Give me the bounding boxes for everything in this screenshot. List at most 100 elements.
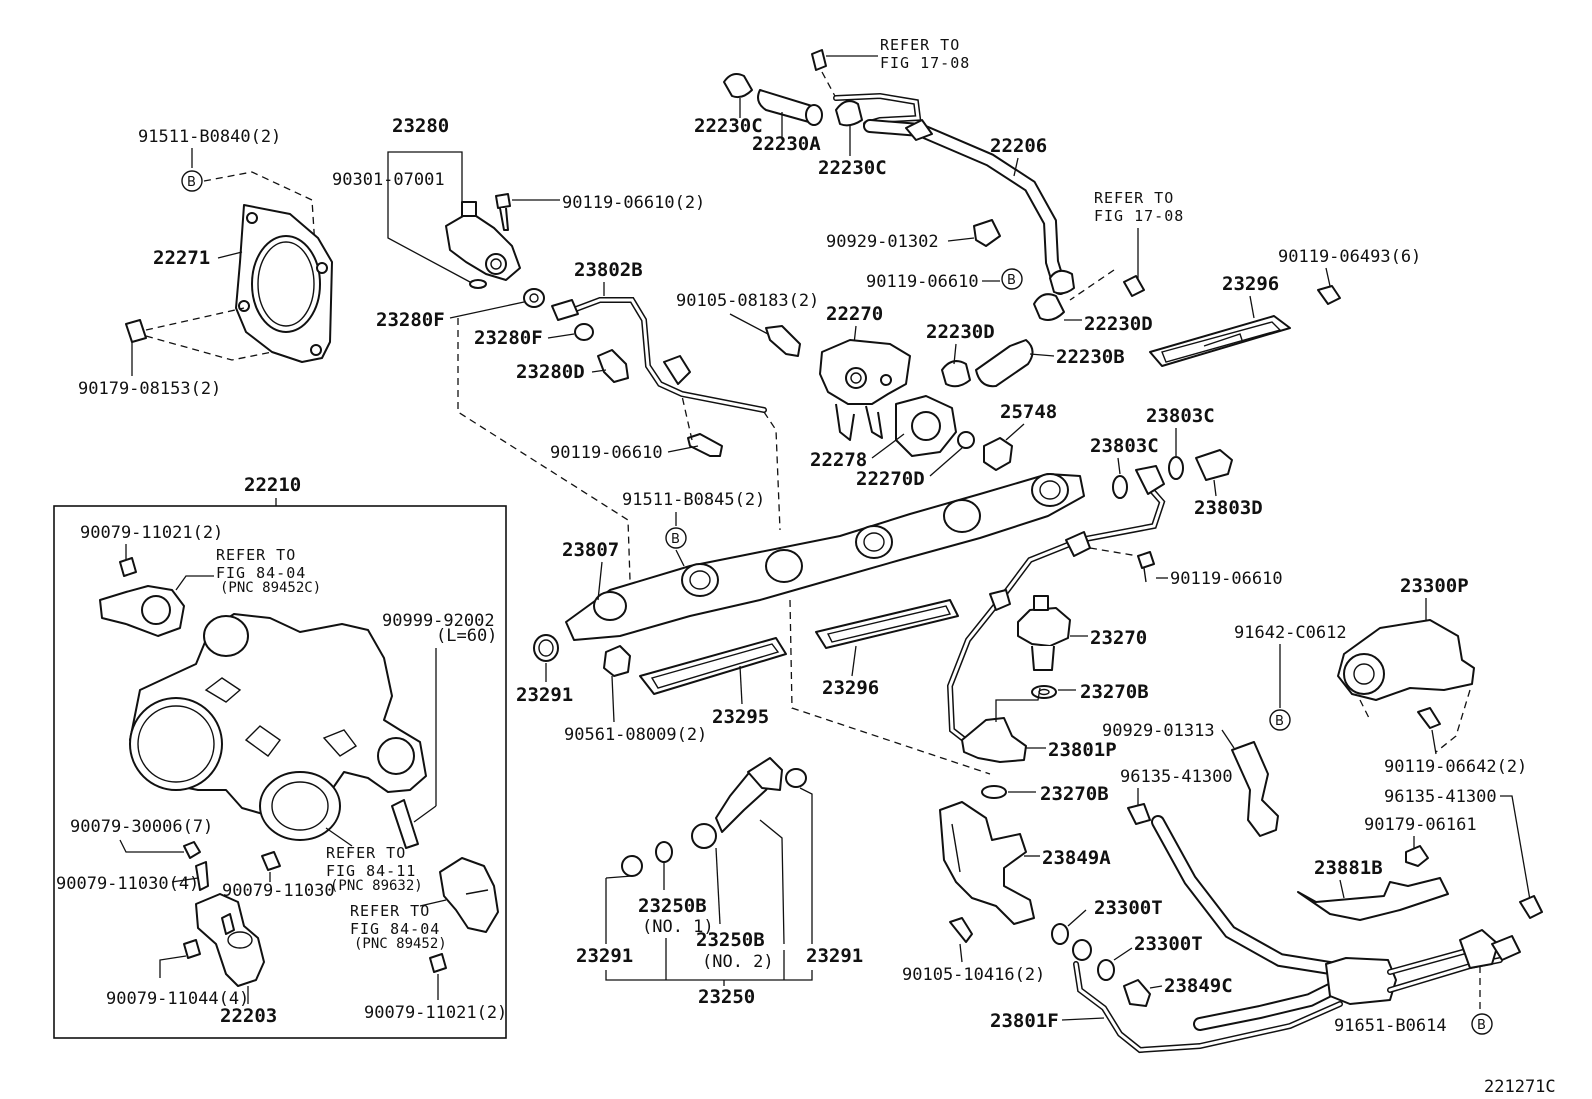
clip-96135-41300-a[interactable] — [1127, 803, 1151, 825]
label-23250[interactable]: 23250 — [698, 986, 755, 1008]
union-23280d[interactable] — [597, 349, 629, 383]
label-90999-len[interactable]: (L=60) — [436, 626, 497, 646]
label-23280f-b[interactable]: 23280F — [474, 327, 543, 349]
washer-23280f[interactable] — [523, 288, 545, 308]
hose-90999-92002[interactable] — [391, 799, 419, 849]
bracket-23881b[interactable] — [1297, 877, 1449, 921]
label-23803c-a[interactable]: 23803C — [1090, 435, 1159, 457]
screw-90079-11021-a[interactable] — [119, 557, 137, 577]
o-ring-23250b-1[interactable] — [655, 841, 673, 863]
o-ring-23291-c[interactable] — [785, 768, 807, 788]
screw-90079-11030[interactable] — [261, 851, 281, 871]
clamp-22230d-b[interactable] — [1033, 293, 1065, 321]
label-96135-41300-b[interactable]: 96135-41300 — [1384, 787, 1497, 807]
label-23849a[interactable]: 23849A — [1042, 847, 1111, 869]
label-23881b[interactable]: 23881B — [1314, 857, 1383, 879]
label-90079-11030-4[interactable]: 90079-11030(4) — [56, 874, 199, 894]
label-22270d[interactable]: 22270D — [856, 468, 925, 490]
o-ring-23291-b[interactable] — [621, 855, 643, 877]
label-25748[interactable]: 25748 — [1000, 401, 1057, 423]
label-22230d-b[interactable]: 22230D — [1084, 313, 1153, 335]
label-23291-c[interactable]: 23291 — [806, 945, 863, 967]
refer-fig-17-08-b-fig[interactable]: FIG 17-08 — [1094, 207, 1184, 225]
label-23280[interactable]: 23280 — [392, 115, 449, 137]
label-91511-b0840[interactable]: 91511-B0840(2) — [138, 127, 281, 147]
label-23296-a[interactable]: 23296 — [1222, 273, 1279, 295]
label-23801p[interactable]: 23801P — [1048, 739, 1117, 761]
label-23849c[interactable]: 23849C — [1164, 975, 1233, 997]
label-23300t-b[interactable]: 23300T — [1134, 933, 1203, 955]
label-23803d[interactable]: 23803D — [1194, 497, 1263, 519]
label-23250b-2-no[interactable]: (NO. 2) — [702, 952, 774, 972]
bolt-90119-06610-c[interactable] — [1137, 551, 1155, 569]
clip-96135-41300-b[interactable] — [1519, 895, 1543, 919]
label-23280d[interactable]: 23280D — [516, 361, 585, 383]
refer-fig-84-04-a-pnc[interactable]: (PNC 89452C) — [220, 580, 321, 596]
gasket-23270b-a[interactable] — [1031, 685, 1057, 699]
label-23801f[interactable]: 23801F — [990, 1010, 1059, 1032]
label-90119-06610-c[interactable]: 90119-06610 — [1170, 569, 1283, 589]
label-90079-11021-a[interactable]: 90079-11021(2) — [80, 523, 223, 543]
label-90561-08009[interactable]: 90561-08009(2) — [564, 725, 707, 745]
plug-90179-08153[interactable] — [125, 319, 147, 343]
clamp-90929-01313[interactable] — [1231, 741, 1279, 837]
pipe-fitting-23801p[interactable] — [961, 717, 1027, 763]
clamp-22230c-a[interactable] — [723, 73, 753, 99]
label-90079-11021-b[interactable]: 90079-11021(2) — [364, 1003, 507, 1023]
label-23250b-1[interactable]: 23250B — [638, 895, 707, 917]
refer-fig-17-08-a-fig[interactable]: FIG 17-08 — [880, 54, 970, 72]
hose-22230b[interactable] — [975, 339, 1034, 388]
label-22206[interactable]: 22206 — [990, 135, 1047, 157]
label-22270[interactable]: 22270 — [826, 303, 883, 325]
refer-fig-84-04-b-pnc[interactable]: (PNC 89452) — [354, 936, 447, 952]
label-23270b-a[interactable]: 23270B — [1080, 681, 1149, 703]
label-22230b[interactable]: 22230B — [1056, 346, 1125, 368]
o-ring-23250b-2[interactable] — [691, 823, 717, 849]
washer-23803c-a[interactable] — [1112, 475, 1128, 499]
label-90079-11044[interactable]: 90079-11044(4) — [106, 989, 249, 1009]
refer-fig-84-04-b[interactable]: REFER TO — [350, 902, 430, 920]
gasket-23295[interactable] — [639, 637, 787, 695]
label-90079-11030[interactable]: 90079-11030 — [222, 881, 335, 901]
refer-fig-84-04-b-fig[interactable]: FIG 84-04 — [350, 920, 440, 938]
label-90929-01313[interactable]: 90929-01313 — [1102, 721, 1215, 741]
elbow-fitting-23280[interactable] — [445, 211, 521, 281]
label-23295[interactable]: 23295 — [712, 706, 769, 728]
bracket-23849a[interactable] — [939, 801, 1035, 925]
label-91642-c0612[interactable]: 91642-C0612 — [1234, 623, 1347, 643]
refer-fig-84-04-a-fig[interactable]: FIG 84-04 — [216, 564, 306, 582]
label-90119-06493[interactable]: 90119-06493(6) — [1278, 247, 1421, 267]
label-23300p[interactable]: 23300P — [1400, 575, 1469, 597]
stud-90105-10416[interactable] — [949, 917, 973, 943]
union-bolt-23803d[interactable] — [1195, 449, 1233, 481]
bolt-90119-06493[interactable] — [1317, 285, 1341, 305]
bolt-90119-06610-2[interactable] — [495, 193, 511, 209]
label-22203[interactable]: 22203 — [220, 1005, 277, 1027]
label-22230c-b[interactable]: 22230C — [818, 157, 887, 179]
label-23291-a[interactable]: 23291 — [516, 684, 573, 706]
screw-90079-11044[interactable] — [183, 939, 201, 959]
gasket-23300t-a[interactable] — [1051, 923, 1069, 945]
label-90179-06161[interactable]: 90179-06161 — [1364, 815, 1477, 835]
label-91511-b0845[interactable]: 91511-B0845(2) — [622, 490, 765, 510]
stud-90105-08183[interactable] — [765, 325, 801, 357]
screw-90079-11030-4[interactable] — [195, 861, 209, 891]
clamp-22230c-b[interactable] — [835, 100, 863, 127]
pulsation-damper-23270[interactable] — [1017, 607, 1071, 647]
refer-fig-84-11-pnc[interactable]: (PNC 89632) — [330, 878, 423, 894]
refer-fig-84-11[interactable]: REFER TO — [326, 844, 406, 862]
label-22278[interactable]: 22278 — [810, 449, 867, 471]
gasket-23300t-b[interactable] — [1097, 959, 1115, 981]
sensor-22203[interactable] — [195, 893, 265, 987]
nut-90179-06161[interactable] — [1405, 845, 1429, 867]
washer-23803c-b[interactable] — [1168, 456, 1184, 480]
refer-fig-84-11-fig[interactable]: FIG 84-11 — [326, 862, 416, 880]
label-90079-30006[interactable]: 90079-30006(7) — [70, 817, 213, 837]
clip-90929-01302[interactable] — [973, 219, 1001, 247]
label-22230a[interactable]: 22230A — [752, 133, 821, 155]
label-91651-b0614[interactable]: 91651-B0614 — [1334, 1016, 1447, 1036]
label-90119-06610-2[interactable]: 90119-06610(2) — [562, 193, 705, 213]
cap-25748[interactable] — [983, 437, 1013, 471]
label-90179-08153[interactable]: 90179-08153(2) — [78, 379, 221, 399]
label-23291-b[interactable]: 23291 — [576, 945, 633, 967]
